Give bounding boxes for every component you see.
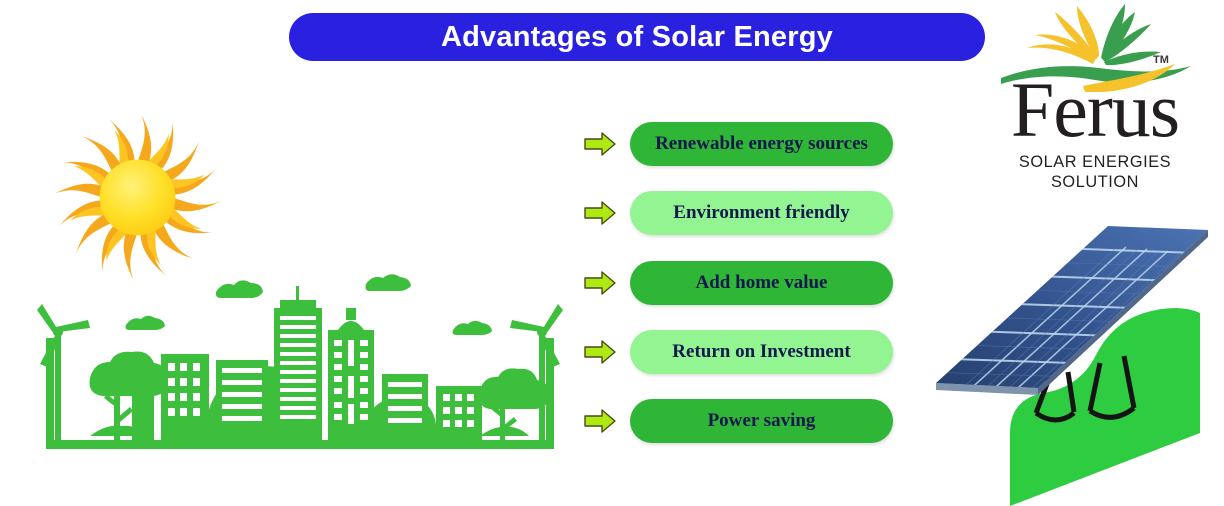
building-icon (436, 386, 482, 440)
sun-core (99, 159, 176, 236)
building-icon (382, 374, 428, 440)
benefit-label: Environment friendly (673, 202, 850, 223)
silo-icon (132, 372, 154, 440)
benefit-label: Power saving (707, 410, 816, 431)
right-arrow-icon (584, 201, 616, 225)
list-item[interactable]: Renewable energy sources (583, 122, 893, 166)
cloud-icon (125, 274, 492, 335)
tree-icon (479, 368, 549, 440)
list-item[interactable]: Environment friendly (583, 191, 893, 235)
sunburst-leaf-icon (1001, 4, 1191, 92)
list-item[interactable]: Return on Investment (583, 330, 893, 374)
right-arrow-icon (584, 409, 616, 433)
green-city-illustration (28, 268, 573, 460)
page-title-banner: Advantages of Solar Energy (289, 13, 985, 61)
brand-tagline: SOLAR ENERGIES SOLUTION (1018, 152, 1172, 191)
right-arrow-icon (584, 340, 616, 364)
benefit-pill[interactable]: Return on Investment (630, 330, 893, 374)
tree-icon (89, 351, 168, 440)
benefit-pill[interactable]: Renewable energy sources (630, 122, 893, 166)
trademark-symbol: TM (1153, 54, 1169, 66)
benefit-pill[interactable]: Environment friendly (630, 191, 893, 235)
building-icon (216, 360, 268, 440)
solar-panel-illustration (918, 208, 1224, 506)
brand-name: Ferus (1010, 66, 1180, 153)
tower-icon (328, 308, 374, 440)
benefit-label: Renewable energy sources (655, 133, 868, 154)
tower-icon (274, 286, 322, 440)
right-arrow-icon (584, 132, 616, 156)
sun-rays-group (54, 114, 221, 281)
benefits-list: Renewable energy sources Environment fri… (583, 122, 903, 452)
solar-panel-surface (936, 226, 1208, 388)
building-icon (161, 354, 209, 440)
sun-illustration (45, 100, 230, 295)
benefit-label: Return on Investment (672, 341, 851, 362)
page-title: Advantages of Solar Energy (441, 20, 833, 53)
right-arrow-icon (584, 271, 616, 295)
list-item[interactable]: Power saving (583, 399, 893, 443)
benefit-pill[interactable]: Power saving (630, 399, 893, 443)
benefit-pill[interactable]: Add home value (630, 261, 893, 305)
list-item[interactable]: Add home value (583, 261, 893, 305)
green-hill (1010, 308, 1200, 506)
brand-logo: TM Ferus SOLAR ENERGIES SOLUTION (975, 2, 1215, 191)
benefit-label: Add home value (695, 272, 828, 293)
wind-turbine-icon (37, 304, 90, 442)
